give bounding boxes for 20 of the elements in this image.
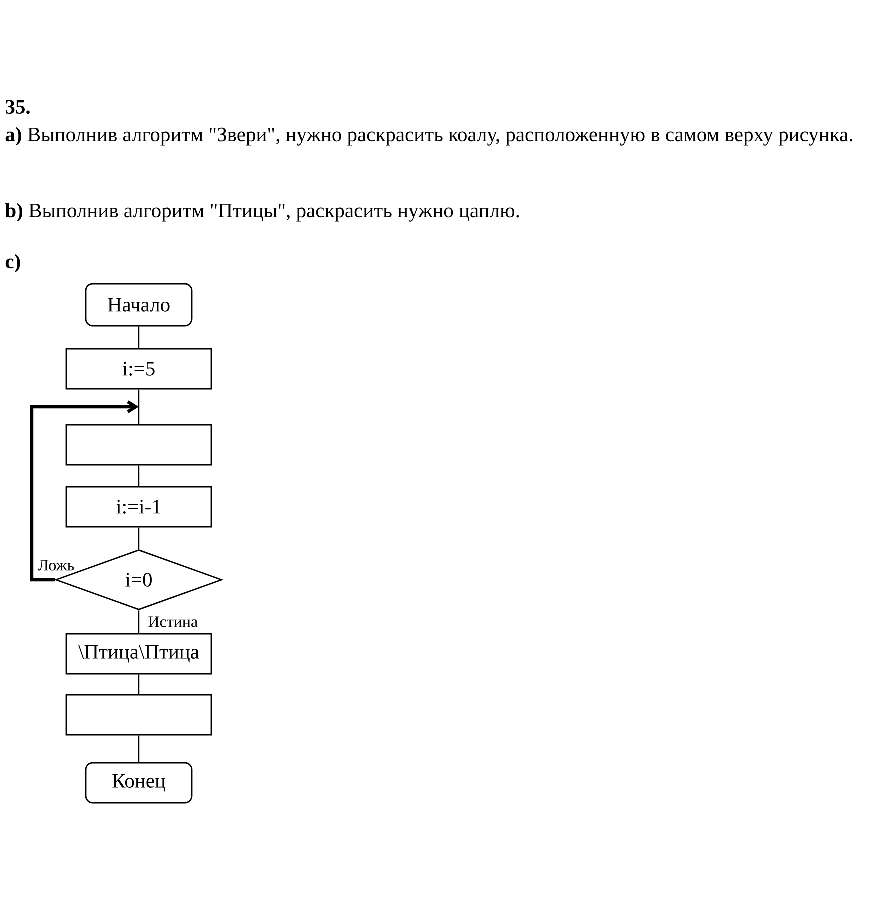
- task-text: b) Выполнив алгоритм "Птицы", раскрасить нужно цаплю.: [5, 203, 520, 222]
- process-box: i:=5: [66, 348, 212, 390]
- connector-line: [138, 736, 140, 762]
- process-box: [66, 694, 212, 736]
- process-box: [66, 424, 212, 466]
- connector-line: [138, 326, 140, 348]
- terminal-box: Конец: [85, 762, 193, 804]
- process-box: i:=i-1: [66, 486, 212, 528]
- edge-label: Истина: [147, 616, 200, 628]
- task-text: a) Выполнив алгоритм "Звери", нужно раскрасить коалу, расположенную в самом верху рисунка.: [6, 127, 852, 146]
- connector-line: [30, 400, 139, 582]
- connector-line: [138, 390, 140, 424]
- task-text: 35.: [6, 100, 30, 114]
- task-text: c): [6, 254, 20, 273]
- connector-line: [138, 610, 140, 634]
- process-box: \Птица\Птица: [66, 633, 212, 675]
- terminal-box: Начало: [85, 283, 193, 327]
- connector-line: [138, 528, 140, 550]
- connector-line: [138, 674, 140, 694]
- connector-line: [138, 466, 140, 486]
